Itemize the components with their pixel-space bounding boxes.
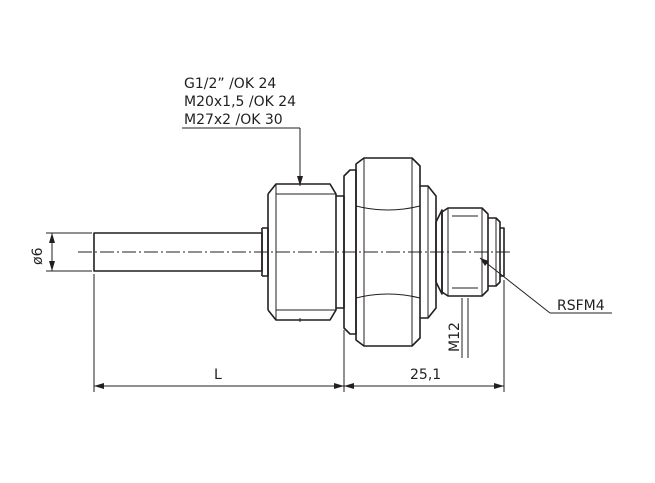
thread-option-1: G1/2” /OK 24 [184, 76, 276, 92]
connector-length-label: 25,1 [410, 367, 441, 383]
thread-option-2: M20x1,5 /OK 24 [184, 94, 296, 110]
m12-plug [441, 207, 505, 297]
thread-callout-leader [182, 127, 303, 322]
length-dimension [93, 274, 345, 392]
diameter-label: ø6 [30, 247, 46, 265]
connector-thread-label: M12 [447, 322, 463, 352]
thread-option-3: M27x2 /OK 30 [184, 112, 283, 128]
connector-length-dimension [344, 280, 505, 392]
connector-model-leader [479, 257, 612, 314]
length-label: L [214, 367, 222, 383]
m12-dimension [461, 298, 469, 358]
connector-model-label: RSFM4 [557, 298, 605, 314]
diameter-dimension [46, 232, 92, 272]
